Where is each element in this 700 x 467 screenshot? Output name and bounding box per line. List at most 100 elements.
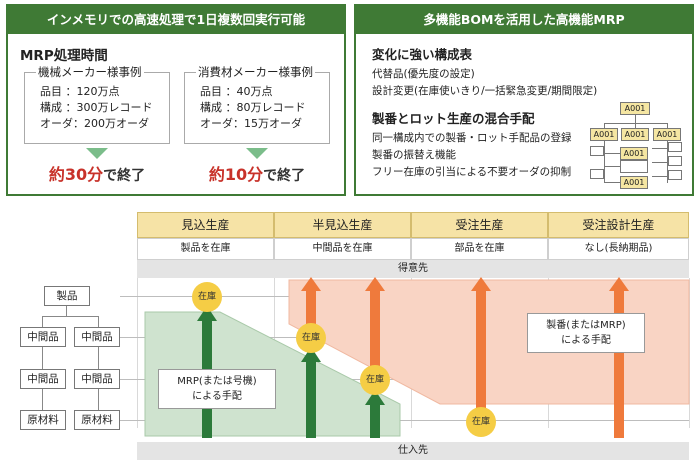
tree-connector xyxy=(42,389,43,410)
tree-connector xyxy=(42,347,43,369)
column-subtitle: 製品を在庫 xyxy=(137,238,274,260)
bom-connector xyxy=(652,162,667,163)
bom-node: A001 xyxy=(620,102,650,115)
green-arrow-head xyxy=(301,347,321,362)
orange-arrow-head xyxy=(471,277,491,291)
case-title: 消費材メーカー様事例 xyxy=(196,64,315,80)
bom-connector xyxy=(667,141,668,183)
case-stats: 品目 ：40万点 構成 ：80万レコード オーダ：15万オーダ xyxy=(200,84,306,132)
bom-node: A001 xyxy=(621,128,649,141)
bom-features-panel: 多機能BOMを活用した高機能MRP 変化に強い構成表 代替品(優先度の設定) 設… xyxy=(354,4,694,196)
case-result: 約30分で終了 xyxy=(24,161,170,185)
stock-circle: 在庫 xyxy=(466,407,496,437)
column-header-make-to-stock: 見込生産 xyxy=(137,212,274,238)
bom-connector xyxy=(667,123,668,128)
case-machine-maker: 機械メーカー様事例 品目 ：120万点 構成 ：300万レコード オーダ：200… xyxy=(24,64,170,190)
tree-connector xyxy=(98,347,99,369)
tree-connector xyxy=(42,316,98,317)
orange-arrow xyxy=(476,290,486,408)
bom-node-empty xyxy=(668,156,682,166)
panel-header: 多機能BOMを活用した高機能MRP xyxy=(356,6,692,34)
bom-connector xyxy=(604,141,605,183)
column-subtitle: 部品を在庫 xyxy=(411,238,548,260)
bom-node-empty xyxy=(668,170,682,180)
node-product: 製品 xyxy=(44,286,90,306)
node-intermediate: 中間品 xyxy=(74,327,120,347)
bom-connector xyxy=(604,153,620,154)
note-line: による手配 xyxy=(192,391,242,402)
panel-header: インメモリでの高速処理で1日複数回実行可能 xyxy=(8,6,344,34)
green-arrow-head xyxy=(365,390,385,405)
orange-arrow-head xyxy=(301,277,321,291)
orange-arrow xyxy=(614,290,624,438)
tree-connector xyxy=(98,316,99,327)
bom-connector xyxy=(604,166,620,167)
case-consumer-maker: 消費材メーカー様事例 品目 ：40万点 構成 ：80万レコード オーダ：15万オ… xyxy=(184,64,330,190)
node-raw-material: 原材料 xyxy=(20,410,66,430)
feature-line: 設計変更(在庫使いきり/一括緊急変更/期間限定) xyxy=(372,85,598,97)
bom-node-empty xyxy=(590,169,604,179)
orange-region xyxy=(288,279,690,405)
result-suffix: で終了 xyxy=(263,168,306,184)
bom-node-empty xyxy=(620,160,648,173)
mrp-performance-panel: インメモリでの高速処理で1日複数回実行可能 MRP処理時間 機械メーカー様事例 … xyxy=(6,4,346,196)
green-arrow xyxy=(370,404,380,438)
feature-line: 代替品(優先度の設定) xyxy=(372,68,475,80)
stock-circle: 在庫 xyxy=(360,365,390,395)
column-subtitle: なし(長納期品) xyxy=(548,238,689,260)
feature-title-structure: 変化に強い構成表 xyxy=(372,47,473,62)
bom-connector xyxy=(635,115,636,123)
stat-structure: 構成 ：80万レコード xyxy=(200,101,306,114)
feature-line: 同一構成内での製番・ロット手配品の登録 xyxy=(372,132,572,144)
tree-connector xyxy=(98,389,99,410)
bom-node: A001 xyxy=(620,147,648,160)
bom-connector xyxy=(604,182,620,183)
mrp-arrangement-note: MRP(または号機) による手配 xyxy=(158,369,276,409)
result-suffix: で終了 xyxy=(103,168,146,184)
column-header-semi-make-to-stock: 半見込生産 xyxy=(274,212,411,238)
customer-band: 得意先 xyxy=(137,260,689,278)
feature-title-mixed: 製番とロット生産の混合手配 xyxy=(372,111,535,126)
node-raw-material: 原材料 xyxy=(74,410,120,430)
down-triangle-icon xyxy=(246,148,268,159)
stat-items: 品目 ：40万点 xyxy=(200,85,273,98)
node-intermediate: 中間品 xyxy=(74,369,120,389)
tree-connector xyxy=(66,306,67,316)
orange-arrow xyxy=(306,290,316,330)
tree-connector xyxy=(42,316,43,327)
bom-node: A001 xyxy=(590,128,618,141)
green-arrow-head xyxy=(197,306,217,321)
production-mode-diagram: 見込生産 半見込生産 受注生産 受注設計生産 製品を在庫 中間品を在庫 部品を在… xyxy=(0,204,700,467)
seiban-arrangement-note: 製番(またはMRP) による手配 xyxy=(527,313,645,353)
green-arrow xyxy=(306,361,316,438)
bom-node-empty xyxy=(590,146,604,156)
column-subtitle: 中間品を在庫 xyxy=(274,238,411,260)
node-intermediate: 中間品 xyxy=(20,369,66,389)
result-prefix: 約 xyxy=(48,165,65,184)
column-header-engineer-to-order: 受注設計生産 xyxy=(548,212,689,238)
mrp-time-title: MRP処理時間 xyxy=(20,48,108,64)
note-line: MRP(または号機) xyxy=(177,376,257,387)
note-line: による手配 xyxy=(561,335,611,346)
level-line-raw xyxy=(120,420,689,421)
stat-items: 品目 ：120万点 xyxy=(40,85,120,98)
result-value: 10分 xyxy=(224,165,264,184)
orange-arrow-head xyxy=(365,277,385,291)
node-intermediate: 中間品 xyxy=(20,327,66,347)
case-result: 約10分で終了 xyxy=(184,161,330,185)
case-stats: 品目 ：120万点 構成 ：300万レコード オーダ：200万オーダ xyxy=(40,84,153,132)
stock-circle: 在庫 xyxy=(192,282,222,312)
note-line: 製番(またはMRP) xyxy=(546,320,626,331)
supplier-band: 仕入先 xyxy=(137,442,689,460)
orange-arrow-head xyxy=(609,277,629,291)
stat-orders: オーダ：200万オーダ xyxy=(40,117,149,130)
orange-arrow xyxy=(370,290,380,366)
stat-orders: オーダ：15万オーダ xyxy=(200,117,302,130)
bom-node: A001 xyxy=(653,128,681,141)
bom-connector xyxy=(604,123,605,128)
bom-connector xyxy=(652,148,667,149)
down-triangle-icon xyxy=(86,148,108,159)
result-value: 30分 xyxy=(64,165,104,184)
bom-connector xyxy=(635,123,636,128)
